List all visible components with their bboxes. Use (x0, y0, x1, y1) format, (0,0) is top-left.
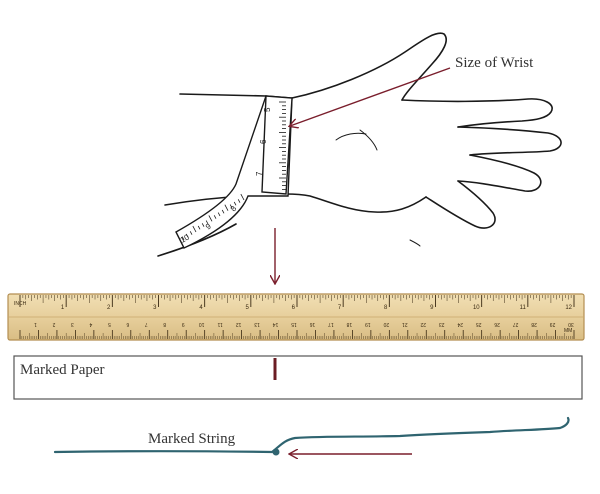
ruler-cm-number: 21 (402, 321, 408, 327)
ruler-cm-number: 29 (550, 321, 556, 327)
tape-number: 5 (263, 107, 272, 112)
ruler-inch-number: 4 (199, 305, 203, 311)
tape-tick (240, 193, 245, 201)
tape-number: 9 (204, 221, 213, 231)
ruler-cm-number: 22 (420, 321, 426, 327)
hand-outline-icon (157, 32, 562, 257)
ruler-cm-number: 1 (34, 321, 37, 327)
marked-paper-label: Marked Paper (20, 362, 105, 378)
ruler-cm-number: 2 (52, 321, 55, 327)
tape-tick (208, 215, 213, 222)
ruler-inch-number: 12 (565, 305, 572, 311)
ruler-cm-number: 13 (254, 321, 260, 327)
string-mark-knot (272, 448, 280, 456)
tape-tick (217, 212, 221, 217)
ruler-mm-unit: MM (564, 328, 572, 334)
wrist-pointer-arrow (290, 67, 451, 126)
marked-string-label: Marked String (148, 431, 236, 447)
marked-string (53, 416, 570, 454)
ruler-cm-number: 24 (457, 321, 463, 327)
tape-tick (185, 233, 189, 238)
ruler-inch-number: 9 (430, 305, 434, 311)
tape-tick (213, 215, 217, 219)
tape-number: 6 (259, 139, 268, 144)
tape-tick (181, 236, 185, 241)
measuring-tape-icon: 10 9 8 7 6 5 (175, 95, 293, 249)
marked-paper (13, 355, 583, 400)
ruler-inch-number: 10 (473, 305, 480, 311)
tape-tick (221, 209, 225, 214)
ruler-inch-number: 11 (520, 305, 527, 311)
ruler-cm-number: 5 (108, 321, 111, 327)
wrist-size-label: Size of Wrist (455, 55, 534, 71)
tape-tick (229, 204, 233, 209)
tape-tick (237, 199, 241, 203)
ruler-cm-number: 28 (531, 321, 537, 327)
ruler-cm-number: 17 (328, 321, 334, 327)
ruler-inch-number: 1 (61, 305, 65, 311)
ruler-cm-number: 15 (291, 321, 297, 327)
ruler-cm-number: 6 (126, 321, 129, 327)
ruler-cm-number: 18 (346, 321, 352, 327)
ruler-inch-number: 6 (292, 305, 296, 311)
ruler-cm-number: 23 (439, 321, 445, 327)
ruler-inch-number: 2 (107, 305, 111, 311)
tape-tick (201, 223, 205, 227)
tape-number: 8 (229, 204, 239, 214)
tape-tick (197, 225, 201, 230)
ruler-cm-number: 27 (513, 321, 519, 327)
ruler-cm-number: 16 (309, 321, 315, 327)
ruler-cm-number: 8 (163, 321, 166, 327)
ruler-cm-number: 19 (365, 321, 371, 327)
ruler-inch-number: 3 (153, 305, 157, 311)
tape-number: 7 (255, 171, 264, 176)
ruler-inch-unit: INCH (14, 301, 27, 307)
ruler-cm-number: 26 (494, 321, 500, 327)
ruler-cm-number: 11 (217, 321, 222, 327)
ruler-cm-number: 9 (182, 321, 185, 327)
tape-tick (224, 204, 229, 211)
ruler-cm-number: 14 (273, 321, 279, 327)
ruler-inch-number: 7 (338, 305, 342, 311)
ruler-cm-number: 20 (383, 321, 389, 327)
ruler-cm-number: 3 (71, 321, 74, 327)
tape-tick (189, 231, 193, 235)
ruler-cm-number: 12 (236, 321, 242, 327)
tape-tick (192, 225, 197, 233)
ruler-inch-number: 8 (384, 305, 388, 311)
ruler-cm-number: 10 (199, 321, 205, 327)
tape-tick (205, 220, 209, 225)
ruler-inch-number: 5 (245, 305, 249, 311)
ruler-cm-number: 25 (476, 321, 482, 327)
tape-tick (233, 201, 237, 206)
ruler-cm-number: 30 (568, 321, 574, 327)
ruler-cm-number: 7 (145, 321, 148, 327)
ruler-cm-number: 4 (89, 321, 92, 327)
